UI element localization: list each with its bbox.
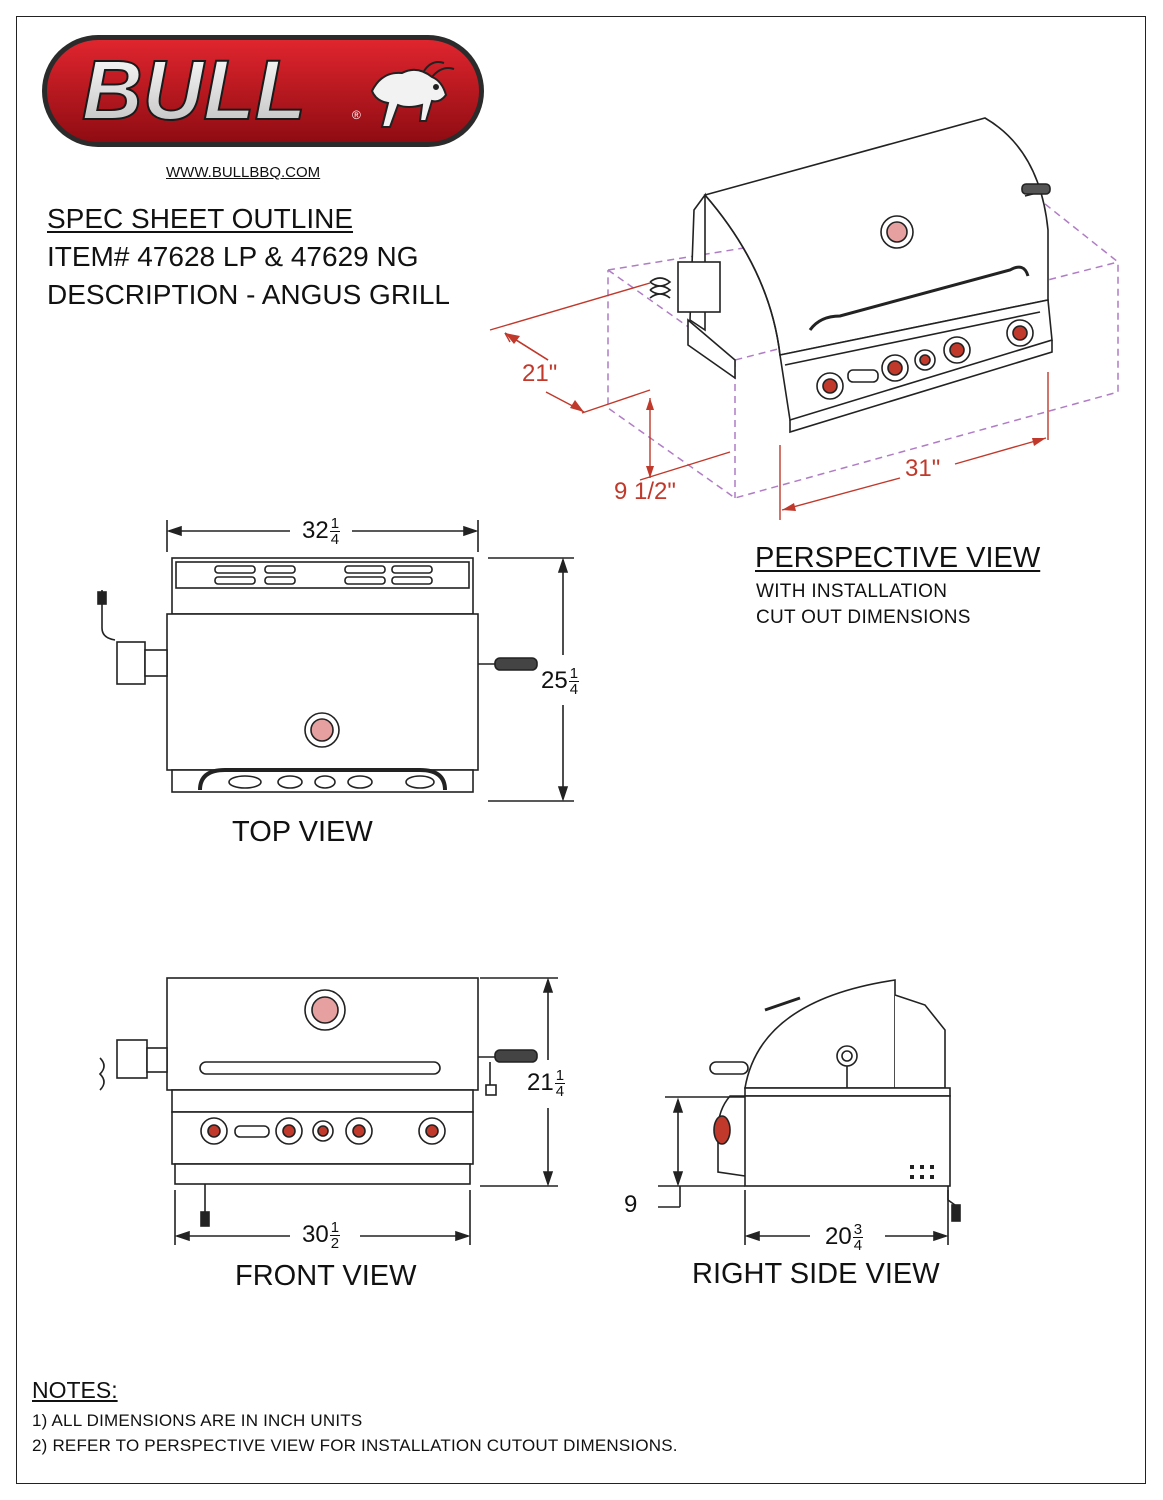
description: DESCRIPTION - ANGUS GRILL (47, 279, 450, 310)
perspective-drawing (489, 117, 1119, 520)
side-view-drawing (658, 979, 961, 1245)
front-view-label: FRONT VIEW (235, 1260, 417, 1292)
perspective-depth-dimension: 21" (522, 360, 558, 387)
front-view-drawing (98, 977, 558, 1245)
top-view-drawing (97, 520, 574, 802)
top-view-label: TOP VIEW (232, 816, 373, 848)
website-url[interactable]: WWW.BULLBBQ.COM (166, 164, 321, 181)
item-number: ITEM# 47628 LP & 47629 NG (47, 241, 419, 272)
perspective-height-dimension: 9 1/2" (614, 478, 676, 505)
svg-text:®: ® (352, 108, 361, 122)
perspective-view-subtitle-1: WITH INSTALLATION (756, 581, 948, 602)
perspective-width-dimension: 31" (905, 455, 941, 482)
side-height-dimension: 9 (624, 1191, 638, 1218)
perspective-view-subtitle-2: CUT OUT DIMENSIONS (756, 607, 971, 628)
right-side-view-label: RIGHT SIDE VIEW (692, 1258, 940, 1290)
spec-sheet-title: SPEC SHEET OUTLINE (47, 203, 354, 234)
bull-mascot-icon (370, 61, 455, 128)
note-item-2: 2) REFER TO PERSPECTIVE VIEW FOR INSTALL… (32, 1436, 678, 1455)
page-border (16, 16, 1146, 1484)
notes-heading: NOTES: (32, 1377, 118, 1403)
perspective-view-title: PERSPECTIVE VIEW (755, 542, 1041, 574)
bull-logo: BULL ® (40, 33, 486, 149)
note-item-1: 1) ALL DIMENSIONS ARE IN INCH UNITS (32, 1411, 363, 1430)
logo-text: BULL (82, 43, 306, 137)
